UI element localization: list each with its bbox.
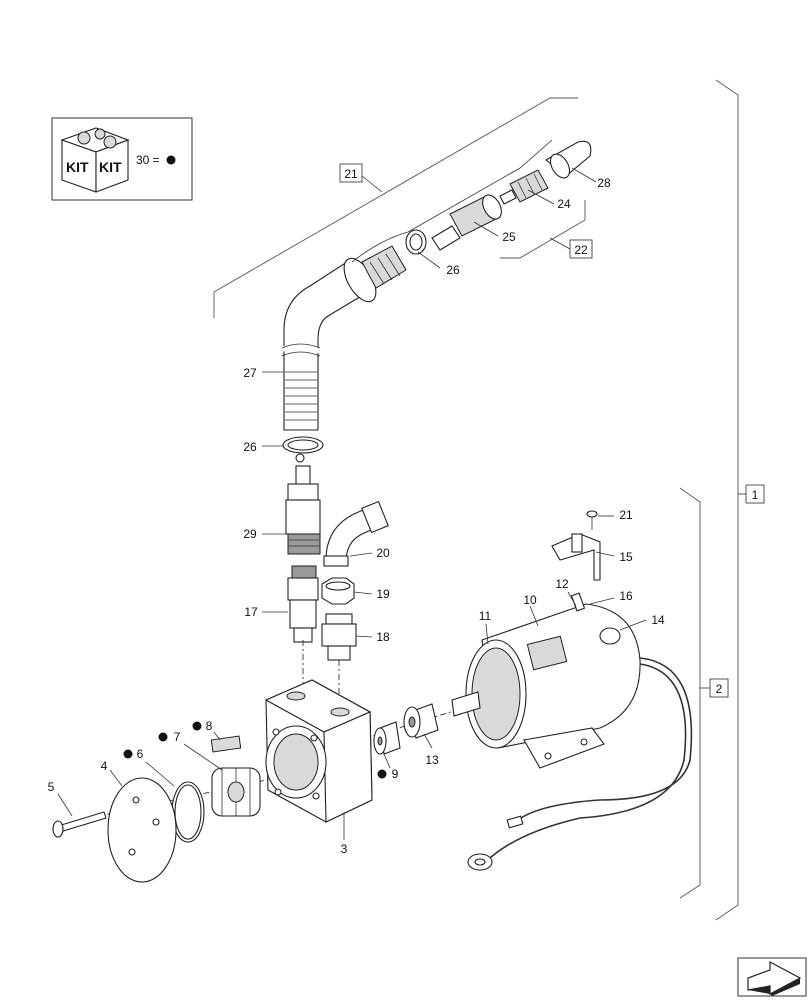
elbow-20 bbox=[323, 500, 389, 567]
kit-bullet-7-icon bbox=[158, 732, 168, 742]
kit-word-right: KIT bbox=[99, 159, 122, 175]
spacer-13 bbox=[403, 703, 439, 739]
callout-29: 29 bbox=[243, 527, 257, 541]
hose-clamp-26-lower bbox=[282, 436, 324, 463]
callout-6: 6 bbox=[137, 747, 144, 761]
callout-leaders bbox=[57, 167, 647, 840]
kit-legend: KIT KIT 30 = bbox=[51, 117, 193, 201]
callout-26-upper: 26 bbox=[446, 263, 460, 277]
callout-5: 5 bbox=[48, 780, 55, 794]
bracket-15 bbox=[551, 533, 601, 581]
callout-11: 11 bbox=[479, 609, 492, 623]
callout-box-2: 2 bbox=[709, 678, 729, 698]
callout-24: 24 bbox=[557, 197, 571, 211]
nut-19 bbox=[321, 577, 355, 605]
callout-16: 16 bbox=[619, 589, 633, 603]
next-page-button[interactable] bbox=[737, 957, 807, 997]
screw-21 bbox=[586, 510, 598, 530]
kit-box-icon: KIT KIT bbox=[60, 127, 130, 193]
vane-8 bbox=[210, 735, 242, 753]
assembly-brackets bbox=[213, 79, 746, 921]
o-ring-6 bbox=[171, 781, 205, 843]
callout-3: 3 bbox=[341, 842, 348, 856]
cover-plate-4 bbox=[107, 777, 177, 883]
callout-box-23: 22 bbox=[549, 237, 593, 259]
spacer-9 bbox=[373, 721, 401, 755]
callout-10: 10 bbox=[523, 593, 537, 607]
callout-28: 28 bbox=[597, 176, 611, 190]
kit-bullet-icon bbox=[166, 155, 176, 165]
callout-9: 9 bbox=[392, 767, 399, 781]
callout-box-22: 21 bbox=[339, 163, 383, 193]
coupling-29 bbox=[285, 465, 321, 555]
callout-23-label: 22 bbox=[574, 243, 588, 257]
callout-27: 27 bbox=[243, 366, 257, 380]
callout-2-label: 2 bbox=[716, 682, 723, 696]
callout-21: 21 bbox=[619, 508, 633, 522]
callout-17: 17 bbox=[244, 605, 258, 619]
callout-18: 18 bbox=[376, 630, 390, 644]
kit-bullet-9-icon bbox=[377, 769, 387, 779]
bolt-5 bbox=[52, 811, 107, 838]
callout-numbers: 3 4 5 6 7 8 9 10 11 12 13 14 15 16 17 18… bbox=[48, 176, 665, 856]
motor-cable bbox=[467, 657, 693, 871]
callout-26-lower: 26 bbox=[243, 440, 257, 454]
callout-25: 25 bbox=[502, 230, 516, 244]
hose-upper-fittings bbox=[343, 139, 592, 303]
hose-27 bbox=[279, 259, 369, 431]
callout-20: 20 bbox=[376, 546, 390, 560]
callout-7: 7 bbox=[174, 730, 181, 744]
electric-motor-10 bbox=[451, 603, 641, 769]
callout-box-1: 1 bbox=[745, 484, 765, 504]
callout-13: 13 bbox=[425, 753, 439, 767]
kit-bullet-8-icon bbox=[192, 721, 202, 731]
callout-1-label: 1 bbox=[752, 488, 759, 502]
callout-19: 19 bbox=[376, 587, 390, 601]
kit-word-left: KIT bbox=[66, 159, 89, 175]
callout-4: 4 bbox=[101, 759, 108, 773]
kit-bullet-6-icon bbox=[123, 749, 133, 759]
callout-8: 8 bbox=[206, 719, 213, 733]
callout-15: 15 bbox=[619, 550, 633, 564]
kit-legend-text: 30 = bbox=[136, 153, 160, 167]
pump-body-3 bbox=[264, 679, 373, 823]
callout-12: 12 bbox=[555, 577, 569, 591]
impeller-7 bbox=[211, 767, 261, 817]
coupling-17 bbox=[287, 565, 319, 643]
callout-14: 14 bbox=[651, 613, 665, 627]
adapter-18 bbox=[321, 613, 357, 661]
next-page-arrow-icon bbox=[747, 961, 802, 996]
callout-22-label: 21 bbox=[344, 167, 358, 181]
